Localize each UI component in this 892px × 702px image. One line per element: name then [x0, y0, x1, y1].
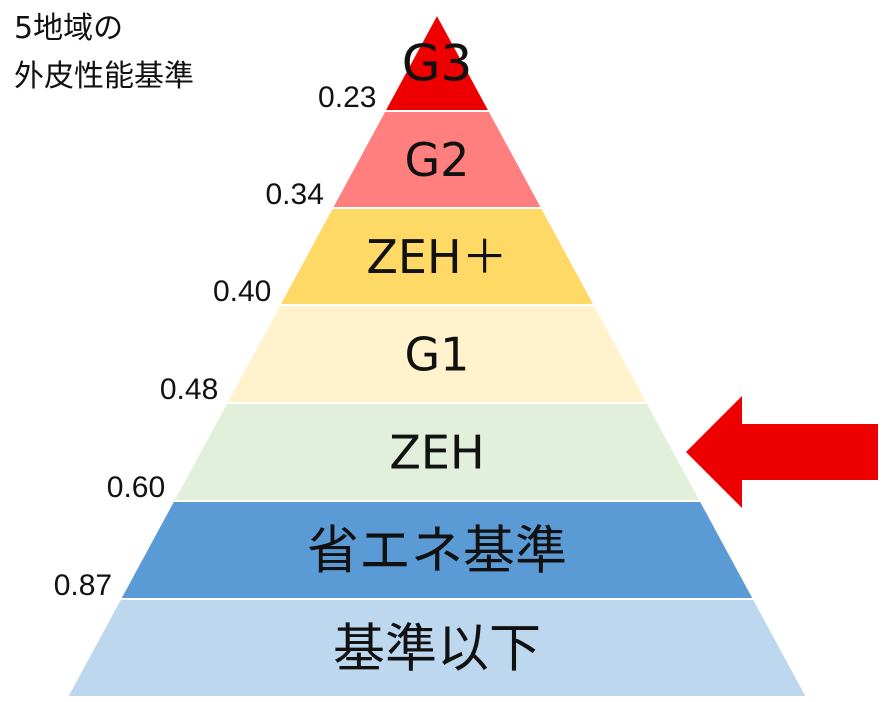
- highlight-arrow: [686, 396, 878, 508]
- level-label: ZEH＋: [366, 230, 507, 284]
- level-label: 省エネ基準: [307, 522, 567, 582]
- threshold-value: 0.87: [54, 569, 112, 602]
- threshold-value: 0.34: [266, 178, 324, 211]
- threshold-value: 0.60: [107, 471, 165, 504]
- threshold-value: 0.23: [318, 81, 376, 114]
- threshold-value: 0.40: [213, 275, 271, 308]
- level-label: G2: [405, 133, 470, 187]
- level-label: 基準以下: [333, 620, 541, 680]
- pyramid-band-6: [65, 598, 809, 698]
- level-label: G1: [405, 328, 470, 382]
- level-label: ZEH: [389, 426, 484, 480]
- title-line-1: 5地域の: [14, 11, 124, 46]
- level-label: G3: [402, 35, 473, 93]
- title-line-2: 外皮性能基準: [14, 59, 194, 94]
- threshold-value: 0.48: [160, 373, 218, 406]
